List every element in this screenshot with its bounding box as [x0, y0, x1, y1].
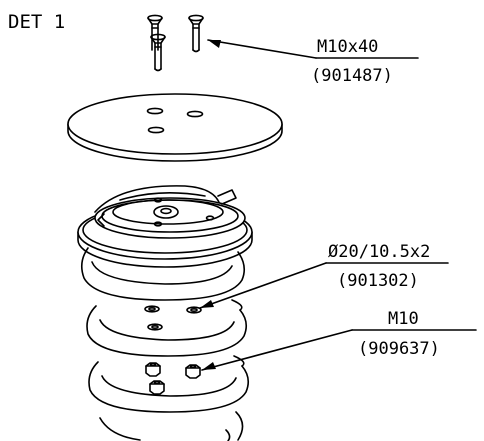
coil-spring — [80, 247, 250, 441]
hex-nut — [185, 364, 201, 379]
callout-partno-1: (901487) — [311, 66, 393, 86]
hex-nut — [149, 380, 165, 395]
plate-hole — [186, 110, 204, 118]
washer — [144, 305, 160, 313]
leader-nut — [201, 329, 477, 371]
screw-right — [188, 14, 204, 53]
top-plate — [67, 93, 283, 162]
callout-partno-2: (901302) — [337, 271, 419, 291]
leader-washer — [199, 262, 449, 309]
callout-spec-2: Ø20/10.5x2 — [328, 242, 430, 262]
callout-spec-3: M10 — [388, 309, 419, 329]
washer — [186, 306, 202, 314]
hex-nuts — [145, 362, 201, 395]
leader-m10x40 — [207, 39, 419, 59]
washers — [144, 305, 202, 331]
plate-hole — [147, 126, 165, 134]
countersunk-screws — [147, 14, 204, 72]
spring-seat — [77, 185, 253, 268]
screw-front — [150, 33, 166, 72]
washer — [147, 323, 163, 331]
hex-nut — [145, 362, 161, 377]
plate-hole — [146, 107, 164, 115]
screw-left — [147, 14, 163, 51]
callout-spec-1: M10x40 — [317, 37, 378, 57]
callout-partno-3: (909637) — [358, 339, 440, 359]
detail-title: DET 1 — [8, 11, 65, 33]
